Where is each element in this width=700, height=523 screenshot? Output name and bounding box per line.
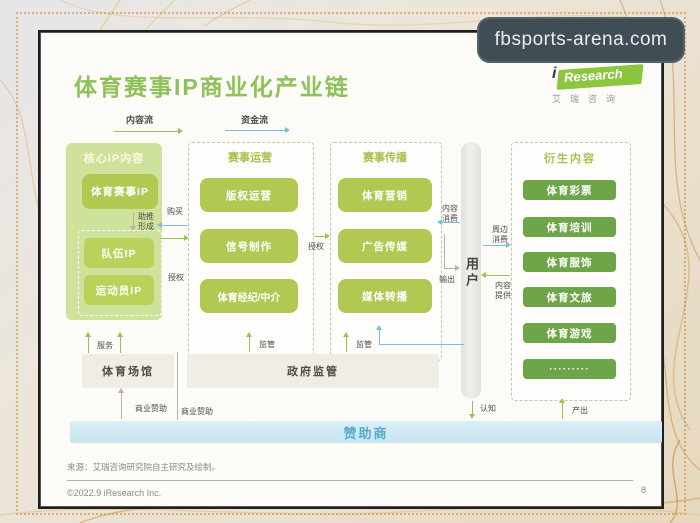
- core-ip-header: 核心IP内容: [83, 153, 145, 165]
- cognition-arrow: [472, 401, 473, 415]
- spread-header: 赛事传播: [363, 152, 407, 164]
- box-copyright-operation: 版权运营: [200, 178, 298, 212]
- form-arrowhead-icon: [130, 226, 136, 231]
- legend-money-flow-label: 资金流: [241, 115, 269, 125]
- supervise-arrowhead-1-icon: [246, 332, 252, 337]
- content-flow-arrowhead-icon: [178, 128, 183, 134]
- user-strip: [461, 142, 481, 399]
- supervise-label-2: 监管: [356, 340, 372, 349]
- service-label: 服务: [97, 341, 115, 352]
- sponsor-arrowhead-1-icon: [118, 388, 124, 393]
- output-label: 输出: [439, 275, 455, 284]
- content-provide-label: 内容提供: [495, 281, 511, 301]
- periph-consume-arrow: [483, 245, 507, 246]
- content-consume-arrow: [442, 222, 460, 223]
- operation-header: 赛事运营: [228, 152, 272, 164]
- user-label: 用户: [464, 257, 479, 289]
- box-government: 政府监管: [187, 354, 439, 388]
- license-left-label: 授权: [168, 273, 184, 282]
- box-media-broadcast: 媒体转播: [338, 279, 432, 313]
- box-team-ip: 队伍IP: [84, 238, 154, 268]
- iresearch-i: i: [552, 65, 557, 82]
- service-arrowhead-1-icon: [85, 332, 91, 337]
- license-left-arrowhead-icon: [184, 235, 189, 241]
- content-consume-label: 内容消费: [442, 204, 458, 224]
- service-arrow-2: [120, 337, 121, 353]
- source-note: 来源：艾瑞咨询研究院自主研究及绘制。: [67, 462, 221, 472]
- sponsor-label-2: 商业赞助: [181, 407, 213, 416]
- produce-arrow: [562, 403, 563, 419]
- content-provide-arrow: [486, 275, 510, 276]
- box-sports-tourism: 体育文旅: [523, 287, 616, 307]
- page-number: 8: [641, 485, 647, 495]
- form-connector-line: [133, 212, 134, 230]
- license-left-arrow: [160, 238, 184, 239]
- content-flow-arrow: [114, 131, 178, 132]
- license-mid-arrowhead-icon: [325, 233, 330, 239]
- box-sports-apparel: 体育服饰: [523, 252, 616, 272]
- cognition-label: 认知: [480, 404, 496, 413]
- iresearch-chinese-name: 艾瑞咨询: [552, 94, 625, 104]
- content-consume-arrowhead-icon: [437, 219, 442, 225]
- service-arrow-1: [88, 337, 89, 353]
- supervise-arrow-2: [346, 337, 347, 352]
- box-sports-marketing: 体育营销: [338, 178, 432, 212]
- copyright-note: ©2022.9 iResearch Inc.: [67, 488, 162, 498]
- money-flow-arrow: [225, 130, 285, 131]
- watermark-pill: fbsports-arena.com: [477, 17, 685, 63]
- box-sports-venue: 体育场馆: [82, 354, 174, 388]
- output-connector-v: [444, 234, 445, 268]
- buy-arrow: [162, 225, 188, 226]
- buy-arrowhead-icon: [157, 222, 162, 228]
- derived-header: 衍生内容: [544, 153, 596, 165]
- sponsor-arrow-1: [121, 392, 122, 419]
- footer-divider: [67, 480, 633, 481]
- box-derived-more: ·········: [523, 359, 616, 379]
- form-label: 助推形成: [138, 212, 156, 233]
- derived-ip-group: [78, 230, 162, 316]
- service-arrowhead-2-icon: [117, 332, 123, 337]
- user-money-arrowhead-icon: [376, 325, 382, 330]
- decorative-dotted-frame: [16, 12, 686, 515]
- box-sports-games: 体育游戏: [523, 323, 616, 343]
- money-flow-arrowhead-icon: [285, 127, 290, 133]
- buy-label: 购买: [167, 207, 183, 216]
- supervise-arrowhead-2-icon: [343, 332, 349, 337]
- box-athlete-ip: 运动员IP: [84, 275, 154, 305]
- cognition-arrowhead-icon: [469, 414, 475, 419]
- supervise-arrow-1: [249, 337, 250, 352]
- user-money-connector-v: [379, 330, 380, 344]
- license-mid-label: 授权: [308, 242, 324, 251]
- page-title: 体育赛事IP商业化产业链: [74, 74, 350, 100]
- iresearch-logo: i Research 艾瑞咨询: [546, 64, 646, 110]
- periph-consume-arrowhead-icon: [506, 242, 511, 248]
- box-signal-production: 信号制作: [200, 229, 298, 263]
- sponsor-bar: 赞助商: [70, 421, 662, 443]
- sponsor-connector-2: [177, 352, 178, 420]
- output-arrowhead-icon: [455, 265, 460, 271]
- box-sports-agency: 体育经纪/中介: [200, 279, 298, 313]
- produce-label: 产出: [572, 406, 588, 415]
- box-sports-lottery: 体育彩票: [523, 180, 616, 200]
- box-sports-event-ip: 体育赛事IP: [82, 174, 158, 209]
- supervise-label-1: 监管: [259, 340, 275, 349]
- produce-arrowhead-icon: [559, 398, 565, 403]
- periph-consume-label: 周边消费: [492, 225, 508, 245]
- legend-content-flow-label: 内容流: [126, 115, 154, 125]
- slide-card: 体育赛事IP商业化产业链 i Research 艾瑞咨询 内容流 资金流 核心I…: [38, 30, 664, 509]
- license-mid-arrow: [314, 236, 326, 237]
- user-money-connector-h: [379, 344, 464, 345]
- box-sports-training: 体育培训: [523, 217, 616, 237]
- sponsor-label-1: 商业赞助: [135, 404, 167, 413]
- output-connector-h: [444, 268, 456, 269]
- content-provide-arrowhead-icon: [481, 272, 486, 278]
- box-ad-media: 广告传媒: [338, 229, 432, 263]
- watermark-text: fbsports-arena.com: [494, 29, 668, 50]
